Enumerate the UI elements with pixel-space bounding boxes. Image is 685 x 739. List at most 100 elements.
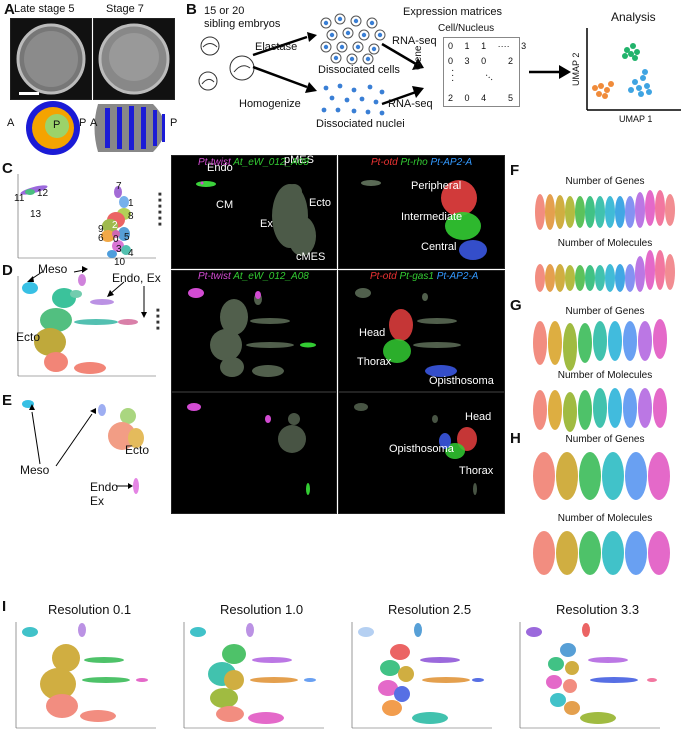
analysis-arrow: [529, 65, 571, 79]
umap-schematic: [586, 28, 681, 111]
f-genes-violins: [535, 190, 675, 230]
res-3-3-title: Resolution 3.3: [556, 602, 640, 617]
embryo-icons: [198, 36, 255, 91]
title-d-right: Pt-otd Pt-gas1 Pt-AP2-A: [370, 271, 479, 282]
panel-label-a: A: [4, 1, 15, 18]
panel-label-d: D: [2, 262, 13, 279]
cluster-label-9: 9: [98, 224, 104, 235]
expression-matrix: 0 1 1 ···· 3 0 3 0 2 ··· ··· 2 0 4 5: [443, 37, 526, 107]
svg-text:■: ■: [158, 198, 162, 204]
umap-otd-d: Head Thorax Opisthosoma: [338, 270, 505, 392]
umap-otd-e: Head Opisthosoma Thorax: [338, 392, 505, 514]
label-endo: Endo: [207, 162, 233, 174]
label-cmes: cMES: [296, 251, 326, 263]
axis-p2-label: P: [170, 117, 178, 129]
label-cm: CM: [216, 199, 234, 211]
umap-twist-e: [171, 392, 337, 514]
embryo-schematic: [26, 101, 165, 155]
label-thorax-e: Thorax: [459, 465, 494, 477]
axis-p-label: P: [79, 117, 87, 129]
panel-label-b: B: [186, 1, 197, 18]
expression-matrices-label: Expression matrices: [403, 6, 503, 18]
axis-a2-label: A: [90, 117, 98, 129]
res-1-0-title: Resolution 1.0: [220, 602, 304, 617]
label-intermediate: Intermediate: [401, 211, 463, 223]
panel-label-e: E: [2, 392, 13, 409]
svg-text:■: ■: [158, 210, 162, 216]
g-molecules-violins: [533, 388, 667, 432]
label-opisthosoma-d: Opisthosoma: [429, 375, 494, 387]
svg-text:■: ■: [156, 314, 160, 320]
f-molecules-title: Number of Molecules: [557, 238, 653, 249]
elastase-label: Elastase: [255, 41, 298, 53]
workflow-arrows-left: [252, 32, 317, 93]
axis-a-label: A: [7, 117, 15, 129]
dissociated-cells-icon: [320, 13, 386, 65]
label-e-ecto: Ecto: [125, 443, 150, 457]
dissociated-nuclei-label: Dissociated nuclei: [316, 118, 405, 130]
svg-text:■: ■: [158, 192, 162, 198]
umap-twist-d: [171, 270, 337, 392]
matrix-row-2: 0 3 0: [448, 56, 487, 66]
svg-text:■: ■: [158, 216, 162, 222]
umap-res-0-1: [15, 622, 156, 729]
umap-otd-c: Peripheral Intermediate Central: [338, 155, 505, 269]
label-d-ecto: Ecto: [16, 330, 41, 344]
embryo-photo-late-stage5: [10, 18, 92, 100]
matrix-row-2-last: 2: [508, 56, 514, 66]
matrix-row-1: 0 1 1 ···· 3: [448, 41, 527, 51]
svg-text:■: ■: [156, 326, 160, 332]
rnaseq-arrows: [381, 42, 424, 106]
h-molecules-title: Number of Molecules: [557, 513, 653, 524]
h-molecules-violins: [533, 531, 670, 575]
svg-text:■: ■: [158, 204, 162, 210]
title-d-mid: Pt-twist At_eW_012_A08: [198, 271, 309, 282]
late-stage-label: Late stage 5: [14, 3, 75, 15]
matrix-row-4: 2 0 4: [448, 93, 487, 103]
f-genes-title: Number of Genes: [565, 176, 645, 187]
panel-label-g: G: [510, 297, 522, 314]
cluster-label-5: 5: [124, 232, 130, 243]
label-opisthosoma-e: Opisthosoma: [389, 443, 454, 455]
g-genes-violins: [533, 319, 667, 371]
gene-axis-label: Gene: [413, 45, 424, 70]
cluster-label-6: 6: [98, 233, 104, 244]
panel-label-i: I: [2, 598, 7, 615]
label-head-e: Head: [465, 411, 492, 423]
cluster-label-12: 12: [37, 188, 49, 199]
dissociated-cells-label: Dissociated cells: [318, 64, 400, 76]
umap-res-1-0: [183, 622, 324, 729]
umap-clusters-c: ■■■■■■: [17, 174, 162, 259]
umap-res-3-3: [519, 622, 660, 729]
cluster-label-10: 10: [114, 257, 126, 268]
center-p-label: P: [53, 119, 61, 131]
label-ex: Ex: [260, 218, 273, 230]
umap-clusters-d: ■■■■: [17, 274, 160, 377]
panel-label-h: H: [510, 430, 521, 447]
cluster-label-0: 0: [113, 234, 119, 245]
embryos-text: 15 or 20 sibling embryos: [204, 5, 281, 30]
umap2-label: UMAP 2: [571, 52, 581, 86]
label-pmes: pMES: [284, 154, 314, 166]
cluster-label-8: 8: [128, 211, 134, 222]
arrows-d: [27, 266, 147, 318]
label-head-d: Head: [359, 327, 386, 339]
label-e-meso: Meso: [20, 463, 50, 477]
label-thorax-d: Thorax: [357, 356, 392, 368]
h-genes-title: Number of Genes: [565, 434, 645, 445]
matrix-row-4-last: 5: [508, 93, 514, 103]
homogenize-label: Homogenize: [239, 98, 301, 110]
svg-text:■: ■: [158, 222, 162, 228]
dissociated-nuclei-icon: [321, 83, 385, 116]
label-d-endo-ex: Endo, Ex: [112, 271, 161, 285]
umap-res-2-5: [351, 622, 492, 729]
cluster-label-4: 4: [128, 248, 134, 259]
label-ecto: Ecto: [309, 197, 332, 209]
res-2-5-title: Resolution 2.5: [388, 602, 472, 617]
matrix-ddots: ···: [481, 70, 497, 85]
panel-label-c: C: [2, 160, 13, 177]
g-genes-title: Number of Genes: [565, 306, 645, 317]
rnaseq-label-2: RNA-seq: [388, 98, 433, 110]
analysis-label: Analysis: [611, 10, 656, 24]
